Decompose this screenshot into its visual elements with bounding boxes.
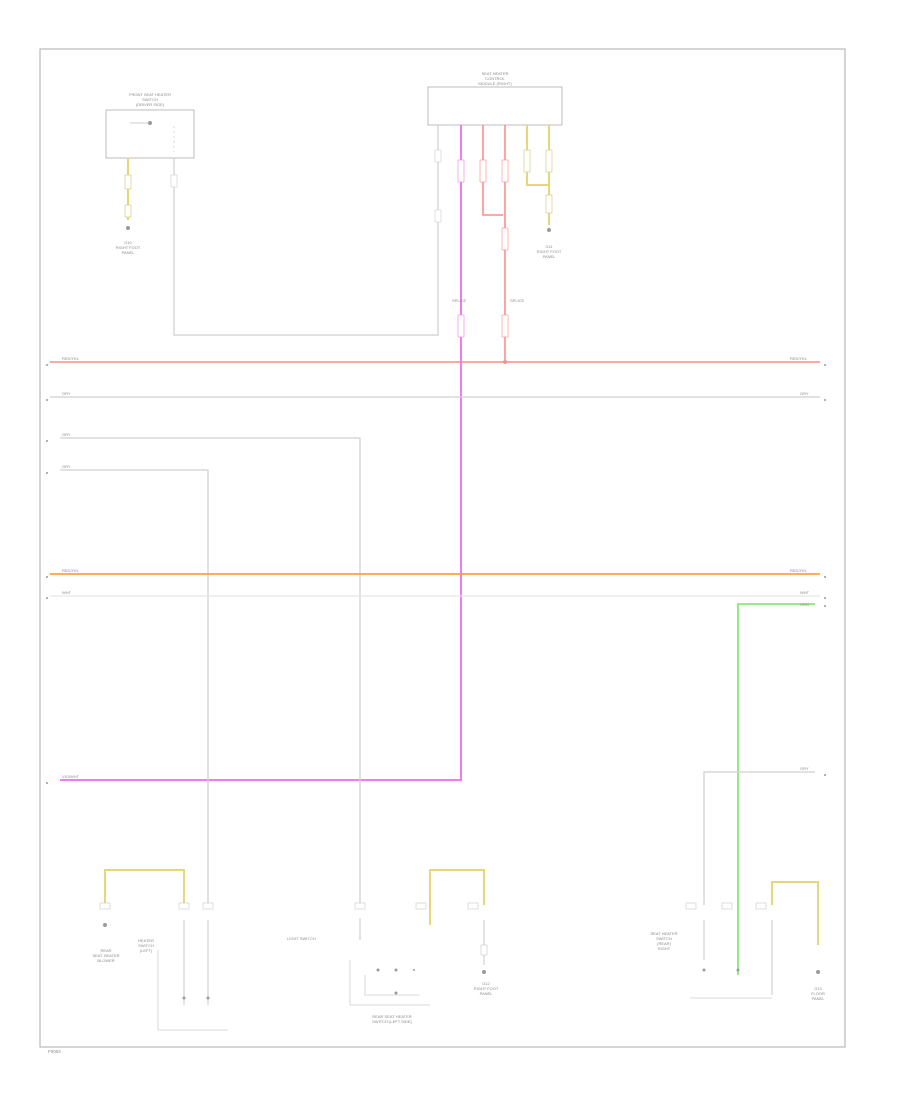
rear-seat-heater-left: REAR SEAT HEATER BLOWER HEATER SWITCH (L… [92,869,228,1031]
rear-seat-heater-switch-right: SEAT HEATER SWITCH (REAR) RIGHT G13 FLOO… [650,881,826,1001]
bus-gray-1: GRY GRY [50,391,820,398]
bus-label: GRY [62,464,71,469]
module-label-line: MODULE (RIGHT) [478,81,512,86]
component-label: BLOWER [97,958,114,963]
wire-gray-2: GRY [60,432,361,905]
diagram-frame [39,48,846,1048]
splice-label: SPLICE [510,298,525,303]
switch-label: SWITCH [656,936,672,941]
bus-red: RED/YEL RED/YEL [50,356,820,364]
wire-gray-right: GRY [703,766,815,905]
ground-label: FLOOR [811,991,825,996]
module-label-line: SWITCH [142,97,158,102]
component-label: HEATER [138,938,154,943]
ground-label: RIGHT FOOT [537,249,562,254]
ground-label: PANEL [812,996,826,1001]
bus-label: GRY [800,391,809,396]
module-label-line: CONTROL [485,76,505,81]
splice-label: SPLICE [452,298,467,303]
module-label-line: FRONT SEAT HEATER [129,92,171,97]
ground-label: G10 [124,240,132,245]
ground-label: PANEL [480,991,494,996]
bus-label: WHT [62,590,72,595]
component-label: SWITCH [138,943,154,948]
switch-label: SWITCH (LEFT SIDE) [372,1019,412,1024]
component-label: (LEFT) [140,948,153,953]
ground-label: G13 [814,986,822,991]
module-box [105,109,195,159]
component-label: REAR [100,948,111,953]
right-connector-ticks [46,364,826,784]
wire-gray-3: GRY [60,464,209,905]
switch-label: RIGHT [658,946,671,951]
ground-label: RIGHT FOOT [116,245,141,250]
front-seat-heater-switch: FRONT SEAT HEATER SWITCH (DRIVER SIDE) G… [105,92,439,336]
bus-white: WHT WHT [50,590,820,597]
bus-label: GRY [800,766,809,771]
bus-label: VIO/WHT [62,774,80,779]
bus-label: GRY [62,391,71,396]
switch-contact-icon [148,121,152,125]
ground-icon [816,970,820,974]
bus-label: RED/YEL [62,568,80,573]
seat-heater-control-module: SEAT HEATER CONTROL MODULE (RIGHT) SPLIC… [60,71,563,781]
component-terminal-icon [103,923,107,927]
module-label-line: SEAT HEATER [481,71,508,76]
ground-icon [547,228,551,232]
ground-label: RIGHT FOOT [474,986,499,991]
magenta-bus-label: VIO/WHT [62,774,80,779]
switch-label: REAR SEAT HEATER [372,1014,411,1019]
wire-green: GRN [737,602,815,975]
switch-label: SEAT HEATER [650,931,677,936]
footer-code: F0004 [48,1049,61,1054]
rear-seat-heater-switch-left: LIGHT SWITCH REAR SEAT HEATER SWITCH (LE… [287,869,499,1024]
module-box [427,86,563,126]
bus-label: GRN [800,602,809,607]
ground-label: PANEL [122,250,136,255]
bus-label: GRY [62,432,71,437]
bus-label: RED/YEL [790,356,808,361]
bus-label: WHT [800,590,810,595]
ground-label: G12 [482,981,490,986]
ground-label: PANEL [543,254,557,259]
switch-label: (REAR) [657,941,671,946]
component-label: SEAT HEATER [92,953,119,958]
ground-icon [126,226,130,230]
bus-orange: RED/YEL RED/YEL [50,568,820,575]
light-switch-label: LIGHT SWITCH [287,936,316,941]
module-label-line: (DRIVER SIDE) [136,102,165,107]
ground-label: G11 [545,244,553,249]
ground-icon [482,970,486,974]
bus-label: RED/YEL [790,568,808,573]
bus-label: RED/YEL [62,356,80,361]
